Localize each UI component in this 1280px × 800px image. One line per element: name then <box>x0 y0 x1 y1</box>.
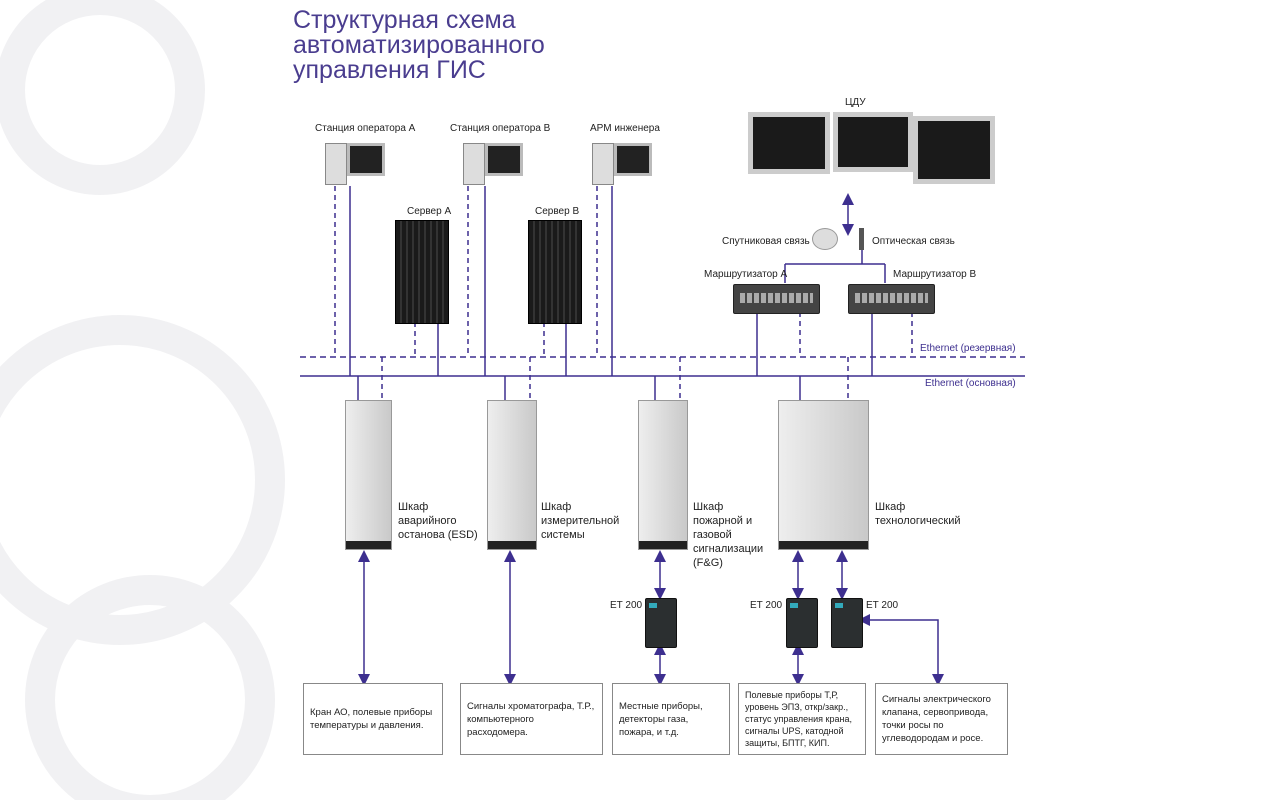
station-b-label: Станция оператора В <box>450 123 551 134</box>
title-line: управления ГИС <box>293 56 486 84</box>
router-a-icon <box>733 284 820 314</box>
cabinet-desc: аварийного останова (ESD) <box>398 515 478 541</box>
et200-label: ET 200 <box>866 600 899 611</box>
cabinet-title: Шкаф <box>541 501 572 513</box>
title-line: Структурная схема <box>293 6 516 34</box>
optical-cable-icon <box>859 228 864 250</box>
cabinet-title: Шкаф <box>875 501 906 513</box>
arm-label: АРМ инженера <box>590 123 660 134</box>
cdu-monitor-icon <box>748 112 830 174</box>
satellite-dish-icon <box>812 228 838 250</box>
page-title: Структурная схема автоматизированного уп… <box>293 8 693 83</box>
server-a-label: Сервер А <box>407 206 452 217</box>
pc-tower-icon <box>325 143 347 185</box>
ethernet-main-label: Ethernet (основная) <box>925 378 1016 389</box>
ethernet-reserve-label: Ethernet (резервная) <box>920 343 1016 354</box>
cdu-label: ЦДУ <box>845 97 866 108</box>
signal-box: Местные приборы, детекторы газа, пожара,… <box>612 683 730 755</box>
signal-box: Полевые приборы Т,Р, уровень ЭПЗ, откр/з… <box>738 683 866 755</box>
cdu-monitor-icon <box>833 112 913 172</box>
cabinet-fg-label: Шкаф пожарной и газовой сигнализации (F&G… <box>693 500 773 570</box>
et200-module-icon <box>786 598 818 648</box>
tech-cabinet-icon <box>778 400 869 550</box>
signal-box: Сигналы хроматографа, Т.Р., компьютерног… <box>460 683 603 755</box>
et200-label: ET 200 <box>750 600 783 611</box>
et200-label: ET 200 <box>610 600 643 611</box>
esd-cabinet-icon <box>345 400 392 550</box>
measurement-cabinet-icon <box>487 400 537 550</box>
station-a-label: Станция оператора А <box>315 123 416 134</box>
cabinet-tech-label: Шкаф технологический <box>875 500 975 528</box>
monitor-icon <box>347 143 385 176</box>
router-b-label: Маршрутизатор В <box>893 269 977 280</box>
cabinet-title: Шкаф <box>398 501 429 513</box>
signal-box: Кран АО, полевые приборы температуры и д… <box>303 683 443 755</box>
et200-module-icon <box>831 598 863 648</box>
cdu-monitor-icon <box>913 116 995 184</box>
et200-module-icon <box>645 598 677 648</box>
signal-box: Сигналы электрического клапана, сервопри… <box>875 683 1008 755</box>
optical-label: Оптическая связь <box>872 236 955 247</box>
cabinet-desc: пожарной и газовой сигнализации (F&G) <box>693 515 764 569</box>
cabinet-esd-label: Шкаф аварийного останова (ESD) <box>398 500 488 542</box>
router-a-label: Маршрутизатор А <box>704 269 788 280</box>
satellite-label: Спутниковая связь <box>722 236 810 247</box>
server-b-label: Сервер В <box>535 206 580 217</box>
router-b-icon <box>848 284 935 314</box>
pc-tower-icon <box>463 143 485 185</box>
monitor-icon <box>485 143 523 176</box>
title-line: автоматизированного <box>293 31 545 59</box>
server-b-icon <box>528 220 582 324</box>
monitor-icon <box>614 143 652 176</box>
cabinet-desc: измерительной системы <box>541 515 620 541</box>
cabinet-measure-label: Шкаф измерительной системы <box>541 500 626 542</box>
fg-cabinet-icon <box>638 400 688 550</box>
pc-tower-icon <box>592 143 614 185</box>
cabinet-title: Шкаф <box>693 501 724 513</box>
cabinet-desc: технологический <box>875 515 961 527</box>
server-a-icon <box>395 220 449 324</box>
